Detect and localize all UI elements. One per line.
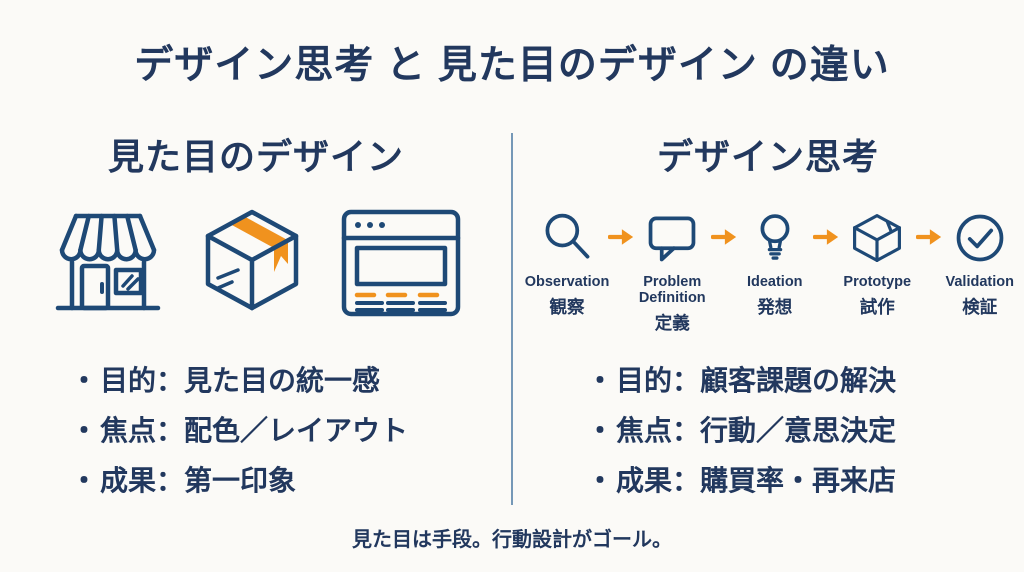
flow-arrow-icon: [710, 227, 737, 247]
right-column-design-thinking: デザイン思考 Observation 観察: [512, 0, 1024, 572]
speech-bubble-icon: [644, 210, 700, 266]
left-bullet-list: ・目的：見た目の統一感 ・焦点：配色／レイアウト ・成果：第一印象: [70, 356, 408, 506]
check-circle-icon: [952, 210, 1008, 266]
step-label-ja: 定義: [654, 313, 690, 333]
step-label-en: Ideation: [746, 274, 803, 290]
browser-window-icon: [330, 202, 470, 326]
right-bullet-list: ・目的：顧客課題の解決 ・焦点：行動／意思決定 ・成果：購買率・再来店: [586, 356, 896, 506]
step-label-ja: 試作: [859, 297, 895, 317]
flow-step-problem-definition: Problem Definition 定義: [634, 210, 711, 335]
lightbulb-icon: [747, 210, 803, 266]
step-label-en: Problem Definition: [638, 274, 706, 306]
design-thinking-flow: Observation 観察 Problem Definition 定義: [524, 210, 1019, 335]
storefront-icon: [42, 202, 174, 326]
page-title: デザイン思考 と 見た目のデザイン の違い: [134, 44, 890, 87]
left-bullet-purpose: ・目的：見た目の統一感: [70, 365, 381, 396]
right-bullet-outcome: ・成果：購買率・再来店: [586, 465, 897, 496]
step-label-en: Prototype: [843, 274, 912, 290]
bullet-marker: ・: [70, 415, 99, 446]
flow-arrow-icon: [813, 227, 839, 247]
step-label-en: Validation: [945, 274, 1015, 290]
left-column-heading: 見た目のデザイン: [107, 136, 404, 177]
step-label-ja: 観察: [549, 297, 585, 317]
right-bullet-focus: ・焦点：行動／意思決定: [586, 415, 897, 446]
flow-step-ideation: Ideation 発想: [737, 210, 814, 319]
flow-step-observation: Observation 観察: [524, 210, 610, 319]
step-label-ja: 検証: [962, 297, 998, 317]
column-divider: [511, 133, 513, 505]
flow-step-validation: Validation 検証: [942, 210, 1019, 319]
bullet-marker: ・: [586, 365, 615, 396]
step-label-ja: 発想: [757, 297, 793, 317]
left-bullet-outcome: ・成果：第一印象: [70, 465, 297, 496]
bullet-marker: ・: [586, 465, 615, 496]
right-bullet-purpose: ・目的：顧客課題の解決: [586, 365, 897, 396]
flow-arrow-icon: [915, 227, 942, 247]
footer-tagline: 見た目は手段。行動設計がゴール。: [352, 529, 672, 551]
bullet-marker: ・: [586, 415, 615, 446]
left-bullet-focus: ・焦点：配色／レイアウト: [70, 415, 409, 446]
left-column-visual-design: 見た目のデザイン: [0, 136, 512, 506]
bullet-marker: ・: [70, 365, 99, 396]
right-column-heading: デザイン思考: [656, 136, 879, 177]
left-icon-row: [0, 202, 512, 326]
package-icon: [186, 202, 318, 326]
bullet-marker: ・: [70, 465, 99, 496]
step-label-en: Observation: [524, 274, 610, 290]
magnifier-icon: [539, 210, 595, 266]
flow-arrow-icon: [608, 227, 634, 247]
flow-step-prototype: Prototype 試作: [839, 210, 916, 319]
prototype-box-icon: [849, 210, 905, 266]
